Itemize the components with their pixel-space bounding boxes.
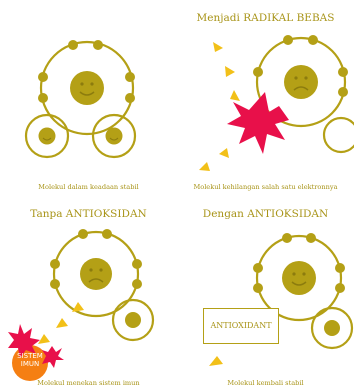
electron	[38, 72, 48, 82]
electron	[338, 87, 348, 97]
electron	[253, 263, 263, 273]
arrow-icon	[199, 162, 210, 171]
electron	[253, 67, 263, 77]
electron	[68, 40, 78, 50]
burst-icon	[227, 92, 289, 154]
arrow-icon	[219, 148, 229, 158]
eye	[90, 82, 93, 85]
electron	[50, 279, 60, 289]
electron	[93, 40, 103, 50]
electron	[283, 35, 293, 45]
panel-caption: Molekul kembali stabil	[177, 379, 354, 387]
electron	[38, 93, 48, 103]
electron	[306, 233, 316, 243]
free-radical-diagram	[177, 0, 354, 196]
panel-without-antioxidant: Tanpa ANTIOKSIDAN SISTEM IMUN Molekul me…	[0, 196, 177, 392]
arrow-icon	[38, 334, 50, 344]
electron	[253, 283, 263, 293]
electron	[308, 35, 318, 45]
electron	[132, 259, 142, 269]
electron	[335, 283, 345, 293]
nucleus-face-sad	[80, 258, 112, 290]
electron	[50, 259, 60, 269]
immune-system-label: SISTEM IMUN	[13, 352, 47, 368]
small-face	[39, 128, 56, 145]
arrow-icon	[213, 42, 223, 52]
arrow-icon	[72, 302, 84, 312]
antioxidant-box: ANTIOXIDANT	[203, 308, 279, 344]
electron	[282, 233, 292, 243]
electron	[132, 279, 142, 289]
stable-molecule-diagram	[0, 0, 177, 196]
panel-free-radical: Menjadi RADIKAL BEBAS Molekul kehilangan…	[177, 0, 354, 196]
electron	[338, 67, 348, 77]
panel-caption: Molekul menekan sistem imun	[0, 379, 177, 387]
panel-caption: Molekul dalam keadaan stabil	[0, 183, 177, 191]
electron	[335, 263, 345, 273]
nucleus-face-happy	[70, 71, 104, 105]
nucleus-face-sad	[284, 65, 318, 99]
nucleus-face-happy	[282, 261, 316, 295]
arrow-icon	[230, 90, 240, 101]
panel-with-antioxidant: Dengan ANTIOKSIDAN ANTIOXIDANT Molekul k…	[177, 196, 354, 392]
small-orbit	[324, 118, 354, 152]
panel-stable: Molekul dalam keadaan stabil	[0, 0, 177, 196]
electron	[125, 93, 135, 103]
electron	[78, 229, 88, 239]
electron	[125, 72, 135, 82]
electron	[102, 229, 112, 239]
arrow-icon	[56, 318, 68, 328]
with-antioxidant-diagram	[177, 196, 354, 392]
panel-caption: Molekul kehilangan salah satu elektronny…	[177, 183, 354, 191]
eye	[80, 82, 83, 85]
arrow-icon	[209, 356, 223, 366]
small-face	[106, 128, 123, 145]
arrow-icon	[225, 66, 235, 77]
